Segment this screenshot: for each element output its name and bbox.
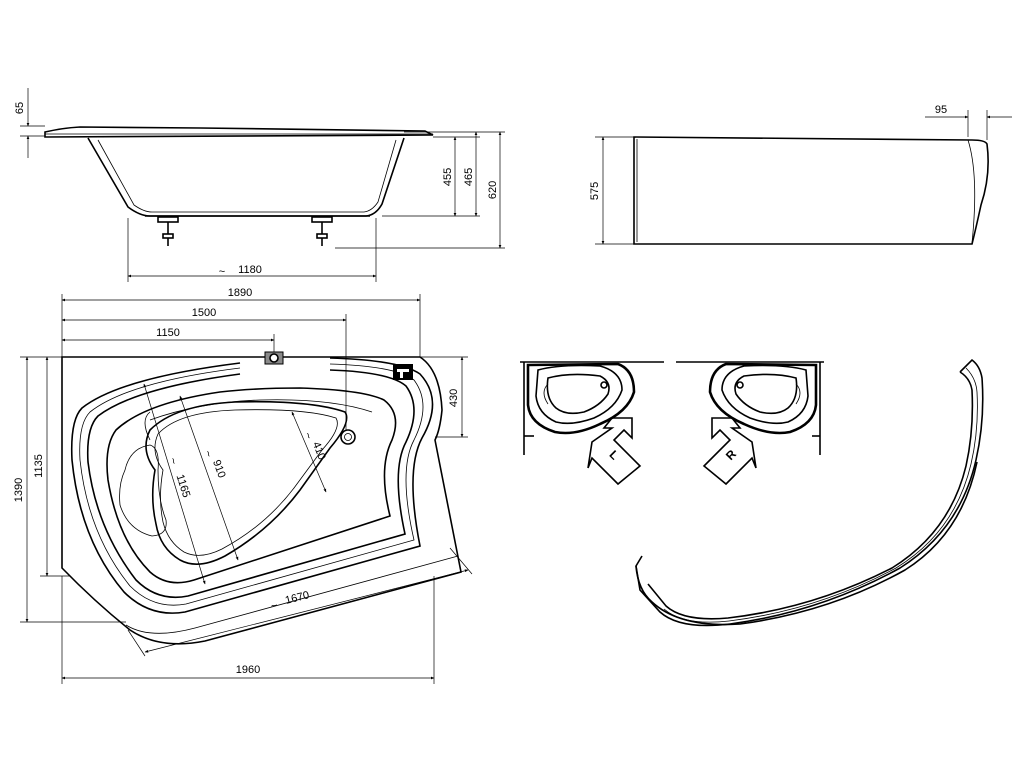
right-variant: R <box>676 361 824 486</box>
approx-1670: ~ <box>270 599 279 612</box>
approx-1180: ~ <box>219 266 225 278</box>
dim-65: 65 <box>14 102 26 114</box>
curved-panel <box>635 358 984 627</box>
dim-620: 620 <box>487 181 499 199</box>
dim-1390: 1390 <box>13 478 25 502</box>
dim-455: 455 <box>442 168 454 186</box>
right-variant-label: R <box>723 447 739 463</box>
dim-465: 465 <box>463 168 475 186</box>
dim-1890: 1890 <box>228 287 252 299</box>
tub-feet <box>157 216 333 246</box>
top-view: 1890 1500 1150 1390 1135 430 ~ 410 ~ 910… <box>13 287 473 684</box>
dim-910: 910 <box>210 458 228 479</box>
dim-1670: 1670 <box>284 589 311 607</box>
dim-1180: 1180 <box>238 264 262 276</box>
panel-view: 575 95 <box>589 104 1012 245</box>
left-variant: L <box>520 361 664 486</box>
dim-430: 430 <box>448 389 460 407</box>
dim-1135: 1135 <box>33 454 45 478</box>
dim-95: 95 <box>935 104 947 116</box>
approx-910: ~ <box>201 449 214 459</box>
dim-1960: 1960 <box>236 664 260 676</box>
dim-575: 575 <box>589 182 601 200</box>
left-variant-label: L <box>606 447 621 462</box>
approx-410: ~ <box>301 431 315 441</box>
dim-410: 410 <box>310 440 328 462</box>
side-view: 65 455 465 620 ~ 1180 <box>14 88 505 282</box>
dim-1150: 1150 <box>156 327 180 339</box>
dim-1165: 1165 <box>173 473 192 499</box>
approx-1165: ~ <box>166 456 179 466</box>
dim-1500: 1500 <box>192 307 216 319</box>
